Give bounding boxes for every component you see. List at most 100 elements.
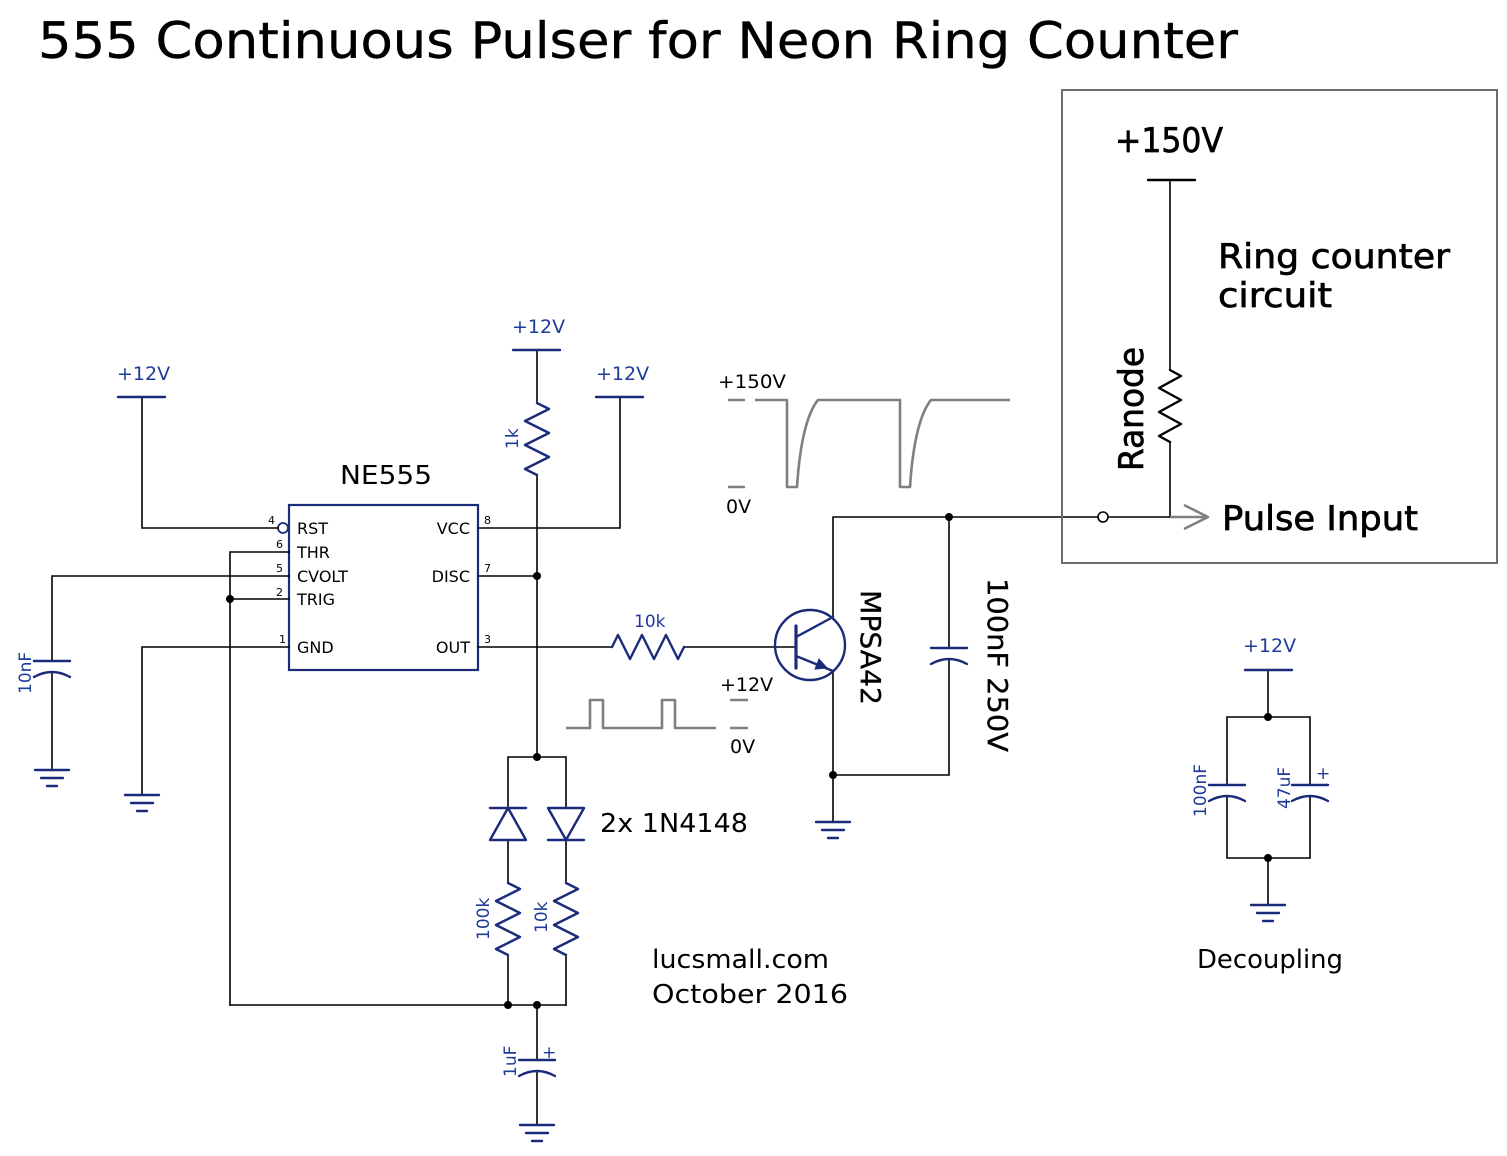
pulse-input-label: Pulse Input	[1222, 499, 1418, 539]
ring-counter-frame	[1061, 89, 1498, 564]
resistor-10k-base: 10k	[610, 612, 686, 661]
pin-label-rst: RST	[297, 519, 328, 538]
resistor-1k: 1k	[503, 401, 551, 477]
pulse-input-arrow	[1170, 503, 1210, 531]
capacitor-curved-plate	[1290, 794, 1330, 803]
ground-symbol	[33, 768, 71, 788]
output-high-label: +150V	[718, 371, 786, 393]
ring-counter-block: +150V Ranode Ring counter circuit Pulse …	[1061, 89, 1498, 564]
wire-diode-to-resistor	[507, 839, 567, 884]
pin-label-vcc: VCC	[437, 519, 470, 538]
supply-vcc: +12V	[594, 363, 649, 399]
pin-label-trig: TRIG	[296, 590, 335, 609]
credits-site: lucsmall.com	[652, 945, 829, 975]
transistor-mpsa42: MPSA42	[773, 590, 887, 705]
junction-dot	[533, 572, 541, 580]
transistor-label: MPSA42	[854, 590, 887, 705]
supply-label: +12V	[117, 363, 170, 385]
diode-charge	[546, 806, 586, 842]
resistor-symbol	[610, 633, 686, 661]
diode-triangle	[546, 806, 586, 842]
capacitor-curved-plate	[517, 1069, 557, 1078]
junction-dot	[533, 753, 541, 761]
pin-label-cvolt: CVOLT	[297, 567, 348, 586]
capacitor-polarity-mark: +	[1316, 764, 1330, 784]
pulse-input-terminal	[1097, 511, 1109, 523]
junction-dot	[226, 595, 234, 603]
supply-label: +12V	[512, 316, 565, 338]
pin-number-disc: 7	[484, 562, 491, 575]
wire-reset	[141, 396, 279, 529]
diode-label: 2x 1N4148	[600, 809, 748, 839]
ground-symbol	[1249, 903, 1287, 923]
pin-label-thr: THR	[296, 543, 330, 562]
anode-resistor-label: Ranode	[1112, 347, 1152, 471]
credits-date: October 2016	[652, 980, 848, 1010]
resistor-label: 10k	[532, 901, 552, 933]
resistor-label: 1k	[503, 428, 523, 449]
decoupling-caption: Decoupling	[1197, 945, 1343, 975]
resistor-symbol	[523, 401, 551, 477]
drive-high-label: +12V	[720, 674, 773, 696]
junction-dot	[1264, 713, 1272, 721]
transistor-collector	[794, 615, 835, 639]
capacitor-label: 100nF	[1191, 764, 1211, 817]
junction-dot	[533, 1001, 541, 1009]
pin-label-gnd: GND	[297, 638, 334, 657]
wire-ic-ground	[141, 646, 290, 796]
supply-label: +12V	[596, 363, 649, 385]
junction-dot	[504, 1001, 512, 1009]
ring-counter-caption-line2: circuit	[1218, 276, 1332, 316]
junction-dot	[1264, 854, 1272, 862]
diode-discharge	[488, 806, 528, 842]
pin-number-cvolt: 5	[276, 562, 283, 575]
capacitor-100nf-250v: 100nF 250V	[929, 578, 1014, 752]
pin-number-thr: 6	[276, 538, 283, 551]
ne555-name: NE555	[340, 461, 432, 491]
pin-number-vcc: 8	[484, 514, 491, 527]
wire-threshold	[229, 551, 290, 1006]
capacitor-label: 10nF	[16, 652, 36, 694]
capacitor-10nf: 10nF	[16, 652, 72, 694]
drive-waveform: +12V 0V	[566, 674, 773, 758]
ring-counter-supply-label: +150V	[1115, 121, 1223, 161]
supply-timing: +12V	[511, 316, 565, 352]
output-waveform: +150V 0V	[718, 371, 1010, 518]
wire-control-voltage	[51, 575, 290, 662]
pin-number-gnd: 1	[279, 633, 286, 646]
ring-counter-caption-line1: Ring counter	[1218, 237, 1450, 277]
drive-low-label: 0V	[730, 736, 755, 758]
resistor-100k: 100k	[474, 881, 522, 957]
resistor-label: 100k	[474, 898, 494, 940]
pin-number-out: 3	[484, 633, 491, 646]
capacitor-label: 1uF	[501, 1046, 521, 1077]
anode-resistor-symbol	[1157, 368, 1183, 444]
capacitor-curved-plate	[929, 657, 969, 666]
transistor-emitter-arrow	[814, 658, 829, 670]
ne555-ic: NE555 RST THR CVOLT TRIG GND VCC DISC OU…	[268, 461, 491, 672]
supply-label: +12V	[1243, 635, 1296, 657]
capacitor-47uf: + 47uF	[1275, 764, 1330, 809]
ground-symbol	[123, 793, 161, 813]
wire-vcc	[477, 396, 621, 529]
diagram-title: 555 Continuous Pulser for Neon Ring Coun…	[38, 12, 1238, 70]
resistor-label: 10k	[634, 612, 666, 632]
supply-reset: +12V	[116, 363, 170, 399]
pin-label-out: OUT	[436, 638, 470, 657]
junction-dot	[829, 771, 837, 779]
junctions	[226, 513, 1272, 1009]
resistor-symbol	[552, 881, 580, 957]
capacitor-100nf-decoupling: 100nF	[1191, 764, 1247, 817]
resistor-symbol	[494, 881, 522, 957]
output-pulse-trace	[755, 398, 1010, 489]
drive-pulse-trace	[566, 698, 716, 730]
diode-triangle	[488, 806, 528, 842]
transistor-envelope	[773, 608, 847, 682]
rst-inverter-bubble	[277, 522, 289, 534]
capacitor-label: 100nF 250V	[981, 578, 1014, 752]
pin-number-rst: 4	[268, 514, 275, 527]
wire-collector	[832, 516, 1099, 618]
ground-symbol	[814, 820, 852, 840]
